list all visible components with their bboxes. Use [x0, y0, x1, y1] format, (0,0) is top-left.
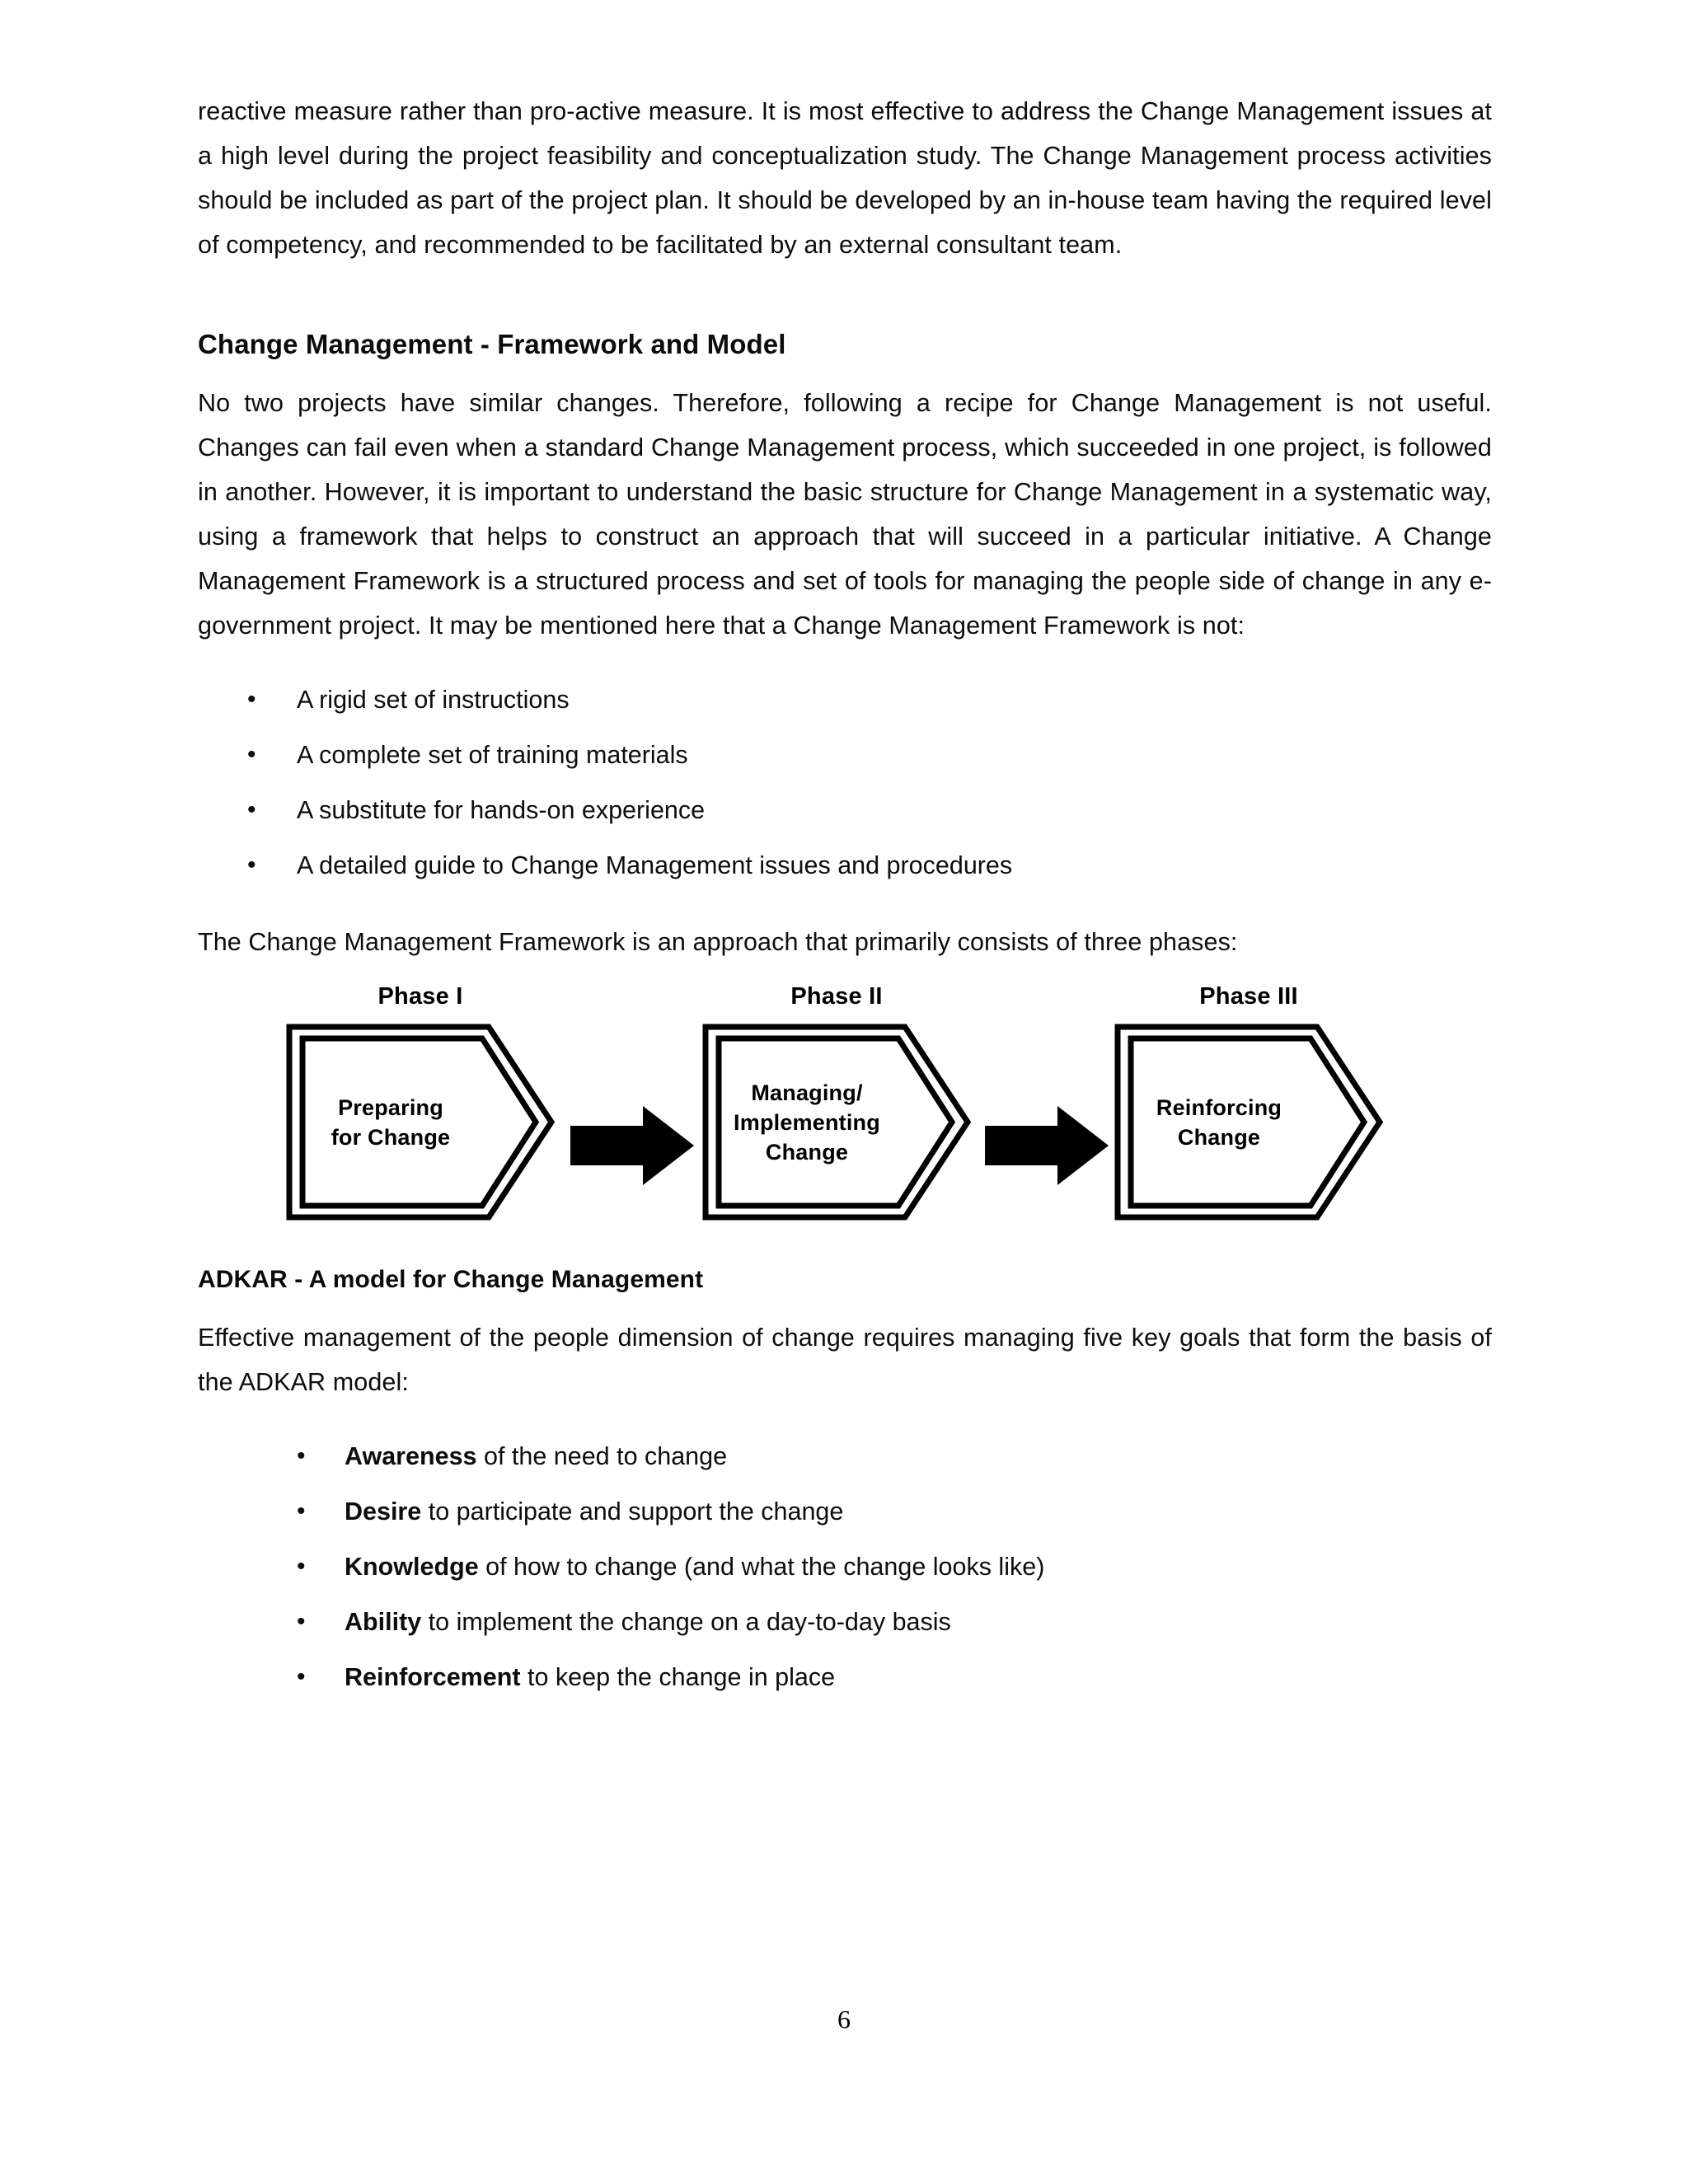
heading-adkar: ADKAR - A model for Change Management — [198, 1266, 704, 1293]
phase-text-line2: Change — [1177, 1124, 1261, 1150]
adkar-term: Desire — [345, 1497, 422, 1526]
spacer — [198, 267, 1492, 326]
adkar-term: Awareness — [345, 1442, 477, 1470]
change-management-phase-diagram: Phase I Preparing for Change — [198, 982, 1492, 1230]
phase-chevron-text: Managing/ Implementing Change — [712, 1022, 902, 1222]
spacer — [198, 1297, 1492, 1315]
phase-column-1: Phase I Preparing for Change — [284, 982, 556, 1222]
adkar-term: Ability — [345, 1608, 422, 1636]
paragraph-adkar-body: Effective management of the people dimen… — [198, 1324, 1492, 1396]
paragraph-intro: reactive measure rather than pro-active … — [198, 97, 1492, 259]
spacer — [198, 1230, 1492, 1263]
right-arrow-icon — [570, 1106, 694, 1185]
phase-chevron-3: Reinforcing Change — [1113, 1022, 1385, 1222]
spacer — [198, 1404, 1492, 1437]
phase-chevron-text: Preparing for Change — [296, 1022, 485, 1222]
list-item: Knowledge of how to change (and what the… — [198, 1548, 1492, 1586]
phase-chevron-2: Managing/ Implementing Change — [701, 1022, 973, 1222]
adkar-goals-list: Awareness of the need to change Desire t… — [198, 1437, 1492, 1696]
adkar-description: to keep the change in place — [520, 1663, 836, 1691]
adkar-description: to participate and support the change — [421, 1497, 844, 1526]
spacer — [198, 648, 1492, 681]
phase-column-3: Phase III Reinforcing Change — [1113, 982, 1385, 1222]
not-a-framework-list: A rigid set of instructions A complete s… — [198, 681, 1492, 884]
page-number: 6 — [837, 2004, 851, 2034]
phase-text-line3: Change — [765, 1139, 849, 1165]
adkar-term: Knowledge — [345, 1553, 479, 1581]
flow-arrow-1 — [570, 1106, 694, 1189]
paragraph-three-phases-lead: The Change Management Framework is an ap… — [198, 928, 1238, 956]
phase-label: Phase I — [377, 983, 463, 1010]
adkar-description: of the need to change — [476, 1442, 728, 1470]
spacer — [198, 902, 1492, 920]
spacer — [198, 964, 1492, 982]
list-item-label: A detailed guide to Change Management is… — [297, 851, 1013, 879]
phase-text-line1: Preparing — [338, 1094, 443, 1120]
list-item: Awareness of the need to change — [198, 1437, 1492, 1475]
list-item-label: A substitute for hands-on experience — [297, 796, 706, 824]
list-item-label: A complete set of training materials — [297, 741, 688, 769]
adkar-description: to implement the change on a day-to-day … — [421, 1608, 951, 1636]
list-item: A detailed guide to Change Management is… — [198, 846, 1492, 884]
chevron-shape-icon — [702, 1024, 972, 1221]
flow-arrow-2 — [985, 1106, 1109, 1189]
list-item: Ability to implement the change on a day… — [198, 1603, 1492, 1641]
phase-chevron-1: Preparing for Change — [284, 1022, 556, 1222]
phase-text-line2: Implementing — [734, 1109, 880, 1135]
adkar-term: Reinforcement — [345, 1663, 521, 1691]
phase-text-line1: Reinforcing — [1156, 1094, 1282, 1120]
phase-column-2: Phase II Managing/ Implementing Change — [701, 982, 973, 1222]
list-item: Desire to participate and support the ch… — [198, 1493, 1492, 1530]
list-item: A complete set of training materials — [198, 736, 1492, 774]
chevron-shape-icon — [1114, 1024, 1384, 1221]
list-item: A rigid set of instructions — [198, 681, 1492, 719]
spacer — [198, 363, 1492, 381]
right-arrow-icon — [985, 1106, 1109, 1185]
page-content: reactive measure rather than pro-active … — [198, 89, 1492, 1713]
list-item-label: A rigid set of instructions — [297, 686, 570, 714]
phase-label: Phase III — [1199, 983, 1298, 1010]
list-item: Reinforcement to keep the change in plac… — [198, 1658, 1492, 1696]
chevron-shape-icon — [286, 1024, 556, 1221]
phase-chevron-text: Reinforcing Change — [1124, 1022, 1314, 1222]
phase-text-line1: Managing/ — [751, 1080, 863, 1105]
phase-text-line2: for Change — [331, 1124, 451, 1150]
paragraph-framework-body: No two projects have similar changes. Th… — [198, 389, 1492, 640]
adkar-description: of how to change (and what the change lo… — [478, 1553, 1045, 1581]
phase-label: Phase II — [790, 983, 883, 1010]
list-item: A substitute for hands-on experience — [198, 791, 1492, 829]
heading-framework-and-model: Change Management - Framework and Model — [198, 329, 786, 359]
